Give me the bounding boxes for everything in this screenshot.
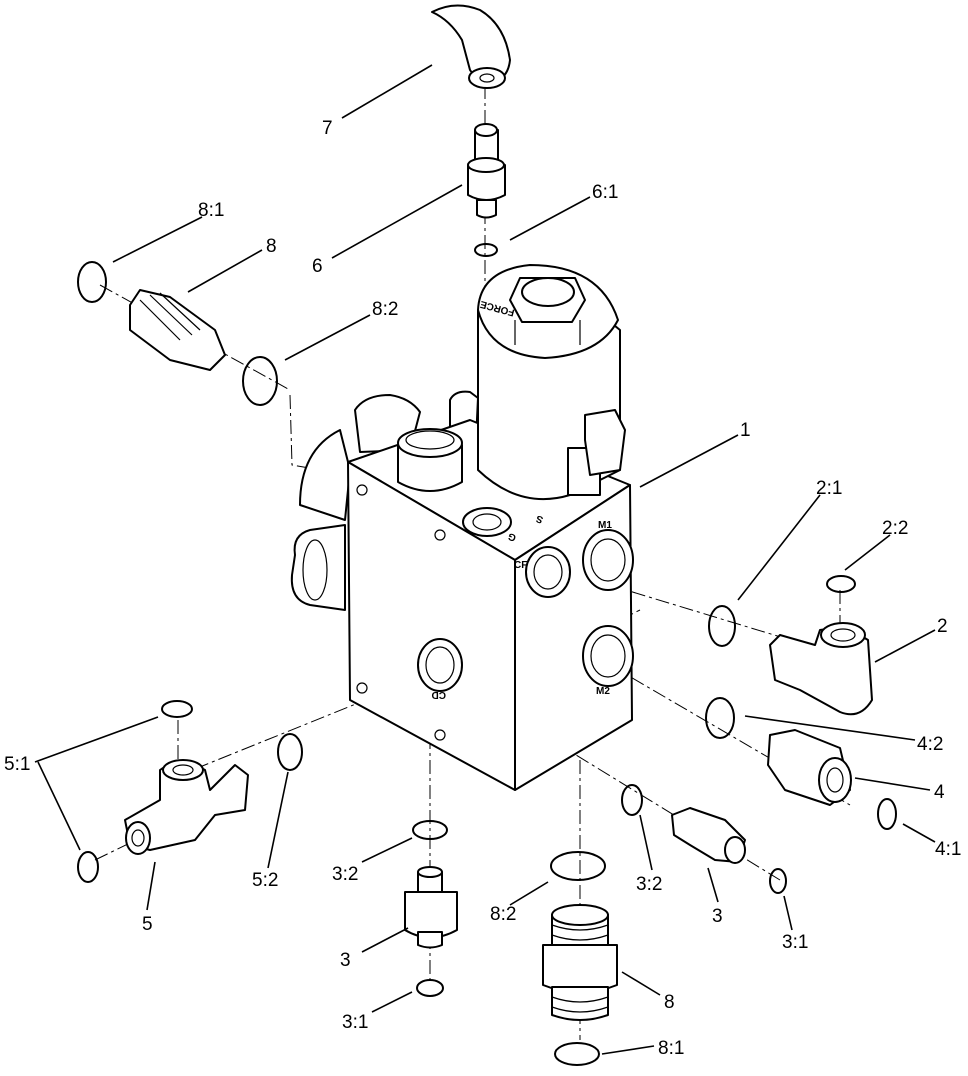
callout-3-1-left: 3:1: [342, 1012, 368, 1033]
callout-3-left: 3: [340, 950, 351, 971]
o-ring-3-2-left: [412, 820, 448, 840]
callout-2-2: 2:2: [882, 518, 908, 539]
callout-4-1: 4:1: [935, 839, 961, 860]
callout-5: 5: [142, 914, 153, 935]
straight-fitting-4: [705, 697, 897, 830]
callout-6: 6: [312, 256, 323, 277]
o-ring-8-1-top: [77, 261, 107, 303]
callout-4-2: 4:2: [917, 734, 943, 755]
dust-cap: [431, 4, 511, 89]
leader-lines: [34, 64, 936, 1055]
o-ring-3-1-right: [769, 868, 787, 894]
port-label-m1: M1: [598, 520, 612, 531]
fitting-3-left: [404, 820, 458, 997]
elbow-fitting: [708, 575, 873, 716]
port-label-s: S: [534, 512, 544, 525]
o-ring-2-1: [708, 605, 736, 647]
port-label-cd: CD: [432, 689, 446, 700]
fitting-3-right: [621, 784, 787, 894]
callout-3-right: 3: [712, 906, 723, 927]
o-ring-4-2: [705, 697, 735, 739]
port-label-m2: M2: [596, 686, 610, 697]
callout-8-1-bottom: 8:1: [658, 1038, 684, 1059]
valve-body: CF M1 M2 CD S G: [290, 390, 634, 791]
callout-2-1: 2:1: [816, 478, 842, 499]
adapter-8-top: [77, 261, 278, 406]
o-ring-3-2-right: [621, 784, 643, 816]
port-label-g: G: [507, 530, 518, 543]
tee-fitting: [77, 700, 303, 883]
callout-8-2-bottom: 8:2: [490, 904, 516, 925]
quick-coupler: [467, 123, 506, 257]
callout-1: 1: [740, 420, 751, 441]
o-ring-5-2: [277, 733, 303, 771]
o-ring-4-1: [877, 798, 897, 830]
solenoid-coil: FORCE: [477, 264, 626, 501]
callout-8-top: 8: [266, 236, 277, 257]
callout-5-1: 5:1: [4, 754, 30, 775]
callout-6-1: 6:1: [592, 182, 618, 203]
callout-3-2-right: 3:2: [636, 874, 662, 895]
port-label-cf: CF: [514, 560, 527, 571]
callout-3-1-right: 3:1: [782, 932, 808, 953]
o-ring-5-1-top: [161, 700, 193, 718]
o-ring-5-1-left: [77, 851, 99, 883]
callout-labels: 7 6 6:1 8:1 8 8:2 1 2:1 2:2 2 4:2 4 4:1 …: [4, 118, 961, 1059]
callout-2: 2: [937, 616, 948, 637]
adapter-8-bottom: [542, 851, 618, 1066]
o-ring-2-2: [826, 575, 856, 593]
callout-7: 7: [322, 118, 333, 139]
o-ring-3-1-left: [416, 979, 444, 997]
o-ring-8-2-top: [242, 356, 278, 406]
callout-8-2-top: 8:2: [372, 299, 398, 320]
o-ring-8-2-bottom: [550, 851, 606, 881]
o-ring-6-1: [474, 243, 498, 257]
callout-3-2-left: 3:2: [332, 864, 358, 885]
callout-8-bottom: 8: [664, 992, 675, 1013]
o-ring-8-1-bottom: [554, 1042, 600, 1066]
callout-8-1-top: 8:1: [198, 200, 224, 221]
callout-4: 4: [934, 782, 945, 803]
callout-5-2: 5:2: [252, 870, 278, 891]
